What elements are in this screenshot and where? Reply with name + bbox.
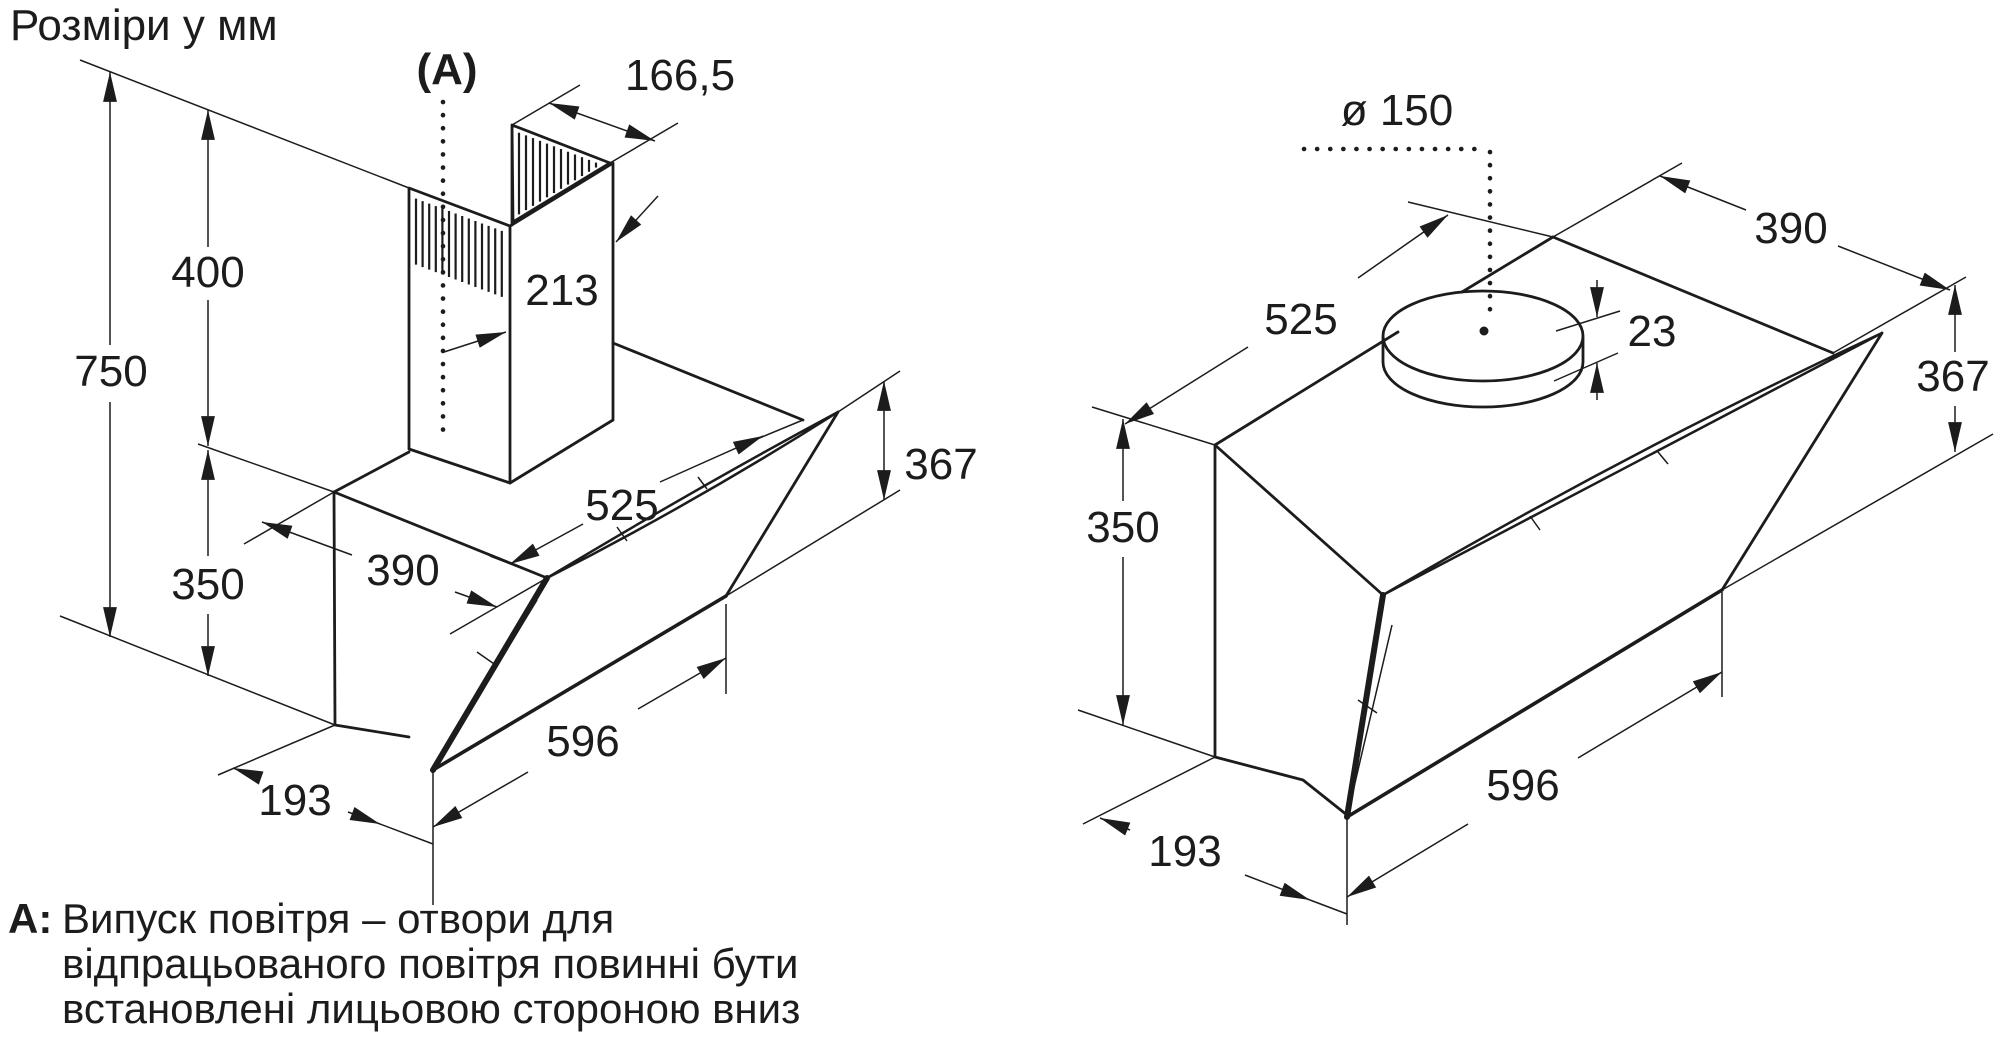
glass-panel (430, 410, 840, 773)
dim-label-glass-height: 367 (904, 440, 977, 489)
dimline-bottom-depth-c (379, 823, 434, 845)
dim-label-glass-height: 367 (1916, 352, 1989, 401)
dimline-glass-width-a (1346, 823, 1469, 898)
glass-joint-ticks (476, 476, 708, 667)
ext-body-bottom-left (1077, 709, 1216, 758)
dim-label-body-height: 350 (171, 560, 244, 609)
glass-bottom-edge (431, 594, 728, 772)
dimline-top-depth-b (1837, 245, 1951, 291)
collar-top-rim (1381, 289, 1585, 383)
hood-body-right (1213, 235, 1835, 817)
dim-label-chimney-height: 400 (171, 248, 244, 297)
dim-label-top-width: 525 (1264, 295, 1337, 344)
ext-bottom-depth (1082, 756, 1216, 825)
ext-body-bottom (59, 615, 336, 726)
footnote-line-1: Випуск повітря – отвори для (62, 895, 614, 942)
dimline-bottom-depth-c (1309, 899, 1348, 915)
glass-top-edge (1381, 331, 1884, 597)
leader-chimney-width-a (615, 195, 659, 243)
dim-label-collar-height: 23 (1628, 307, 1677, 356)
body-side-top-edge (1213, 443, 1385, 597)
footnote-line-2: відпрацьованого повітря повинні бути (62, 940, 798, 987)
ext-bottom-depth (217, 724, 336, 776)
dim-label-flue-top-depth: 166,5 (625, 51, 735, 100)
dimline-bottom-depth-b (1244, 874, 1311, 901)
footnote-line-3: встановлені лицьовою стороною вниз (62, 985, 800, 1032)
right-dimensions: ø 150 525 390 23 (1077, 86, 1994, 925)
glass-joint-ticks (1357, 451, 1669, 714)
glass-left-inner-edge (432, 599, 538, 771)
dimline-bottom-depth-a (1099, 817, 1131, 836)
glass-panel-right (1344, 331, 1884, 820)
ext-glass-width (1346, 592, 1723, 925)
glass-left-inner-edge (1346, 624, 1393, 818)
body-side-face (332, 490, 411, 739)
dimline-top-width-b (659, 435, 764, 483)
dim-label-top-depth: 390 (1754, 204, 1827, 253)
collar-base (1381, 336, 1585, 409)
chimney (407, 123, 615, 485)
dimline-top-width-b (1357, 214, 1449, 279)
leader-chimney-width-b (443, 331, 507, 353)
ext-glass-height-bottom (1721, 433, 1994, 591)
ext-flue-top (511, 84, 679, 164)
right-diagram: ø 150 525 390 23 (1077, 86, 1994, 925)
dimline-glass-width-a (432, 771, 529, 828)
body-back-edge (332, 450, 411, 494)
body-back-right-edge (1551, 235, 1835, 355)
flue-opening-hatching (517, 132, 598, 215)
ext-top-depth (243, 491, 548, 635)
dimline-glass-width-b (637, 657, 727, 710)
drawing-title: Розміри у мм (10, 1, 278, 50)
dimline-bottom-depth-a (232, 767, 264, 785)
dim-label-total-height: 750 (74, 347, 147, 396)
body-side-face (1213, 443, 1349, 817)
ext-collar-height-ticks (1553, 310, 1621, 382)
dim-label-glass-width: 596 (546, 717, 619, 766)
footnote-marker: A: (8, 895, 52, 942)
dimline-flue-top-depth (548, 102, 656, 142)
body-top-right-edge (611, 341, 805, 422)
dimline-bottom-depth-b (347, 807, 381, 825)
glass-bottom-edge (1345, 588, 1724, 819)
body-back-left-edge (1213, 235, 1555, 447)
dimline-glass-width-b (1577, 671, 1723, 759)
hood-body (332, 341, 805, 739)
ext-glass-width (432, 604, 727, 905)
dim-label-top-width: 525 (585, 481, 658, 530)
ext-chimney-top (79, 59, 410, 189)
dimline-top-depth-a (1659, 175, 1747, 211)
dimline-top-depth-b (454, 590, 498, 608)
chimney-left-face (407, 186, 512, 485)
dim-label-bottom-depth: 193 (258, 776, 331, 825)
chimney-right-face (508, 161, 615, 485)
vent-hatching (414, 198, 503, 297)
glass-right-edge (724, 410, 840, 598)
left-diagram: (A) 166,5 213 750 400 350 525 (59, 45, 978, 905)
dim-label-bottom-depth: 193 (1148, 827, 1221, 876)
ext-glass-height (725, 370, 901, 597)
duct-collar (1381, 289, 1585, 409)
vent-label: (A) (416, 45, 477, 94)
glass-right-edge (1720, 331, 1884, 592)
ext-top-depth-a (1552, 162, 1683, 238)
ext-top-width-b (1091, 406, 1216, 446)
dimline-top-width-a (509, 523, 584, 565)
dim-label-glass-width: 596 (1486, 761, 1559, 810)
chimney-upper-section (510, 123, 612, 227)
ext-body-top (197, 443, 335, 493)
footnote: A: Випуск повітря – отвори для відпрацьо… (8, 895, 800, 1032)
dim-label-chimney-width: 213 (525, 266, 598, 315)
dimline-top-depth-a (261, 521, 353, 556)
dimline-top-width-a (1124, 346, 1249, 425)
left-dimensions: (A) 166,5 213 750 400 350 525 (59, 45, 978, 905)
ext-top-width-a (1407, 201, 1554, 238)
dim-label-body-height: 350 (1086, 503, 1159, 552)
duct-center-dot (1479, 326, 1489, 336)
dim-label-duct-diameter: ø 150 (1341, 86, 1454, 135)
glass-left-edge (1344, 592, 1386, 820)
dim-label-top-depth: 390 (366, 546, 439, 595)
